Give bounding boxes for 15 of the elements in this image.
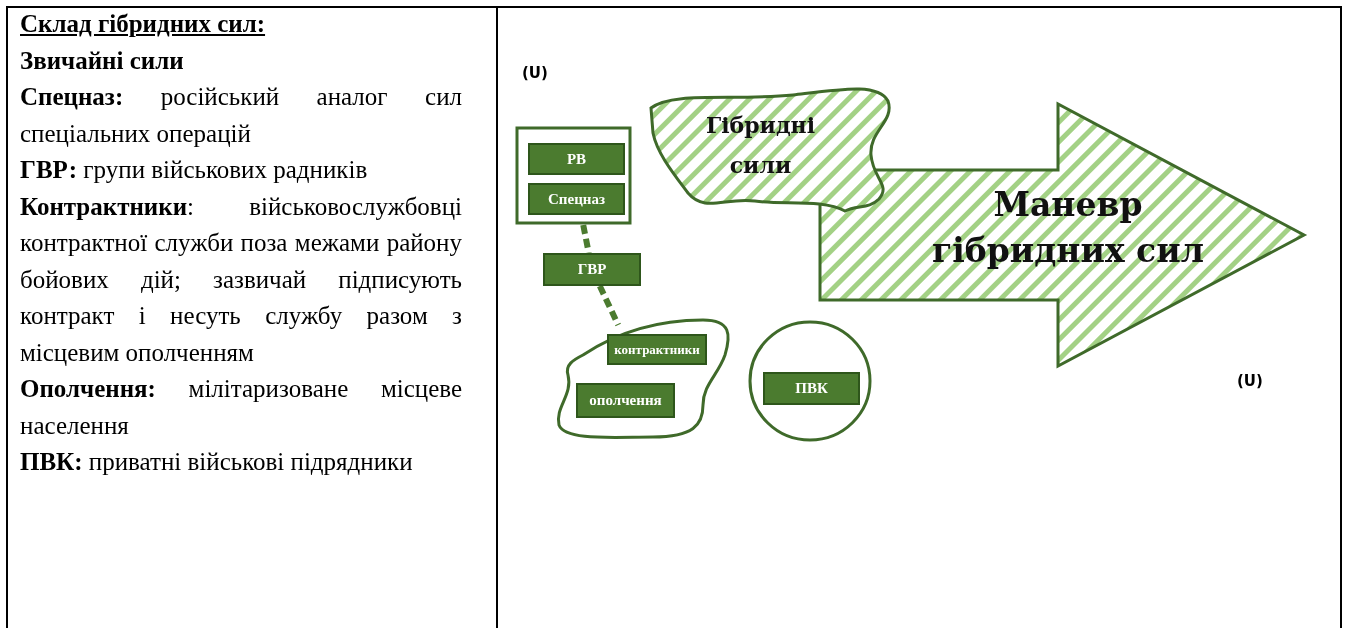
arrow-label: Маневр гібридних сил <box>931 184 1205 272</box>
unit-label-box: Спецназ <box>528 183 625 215</box>
unit-label-box: РВ <box>528 143 625 175</box>
definition-text: ПВК: приватні військові підрядники <box>20 447 414 477</box>
definition-text: ГВР: групи військових радників <box>20 155 369 185</box>
unit-label-box: контрактники <box>607 334 707 365</box>
unit-label-box: ополчення <box>576 383 675 418</box>
dashed-connector <box>580 224 592 254</box>
unit-label-box: ПВК <box>763 372 860 405</box>
table-heading: Склад гібридних сил: <box>20 9 267 39</box>
section-heading: Звичайні сили <box>20 45 185 76</box>
cloud-label: Гібридні сили <box>704 111 816 180</box>
classification-mark: (U) <box>522 64 548 82</box>
dashed-connector <box>597 284 621 327</box>
unit-label-box: ГВР <box>543 253 641 286</box>
